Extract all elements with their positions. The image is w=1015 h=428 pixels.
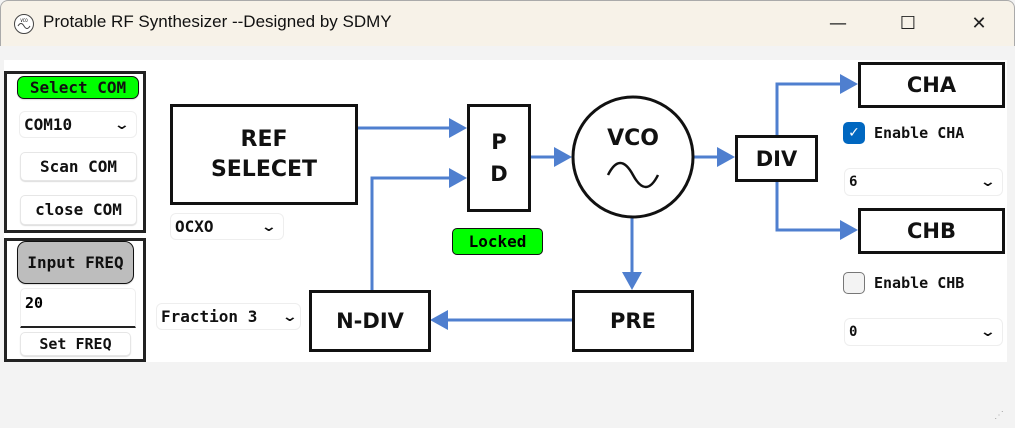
pd-label-line1: P bbox=[491, 130, 507, 154]
div-block: DIV bbox=[735, 135, 818, 182]
com-port-value: COM10 bbox=[24, 115, 73, 134]
window-title: Protable RF Synthesizer --Designed by SD… bbox=[43, 12, 392, 31]
chb-block: CHB bbox=[858, 208, 1005, 254]
app-icon: VCO bbox=[14, 14, 34, 34]
resize-grip-icon[interactable]: ⋰ bbox=[994, 410, 1004, 421]
ref-source-value: OCXO bbox=[175, 217, 214, 236]
maximize-button[interactable]: ☐ bbox=[899, 13, 917, 34]
pd-label-line2: D bbox=[490, 162, 508, 186]
ref-label-line1: REF bbox=[240, 126, 288, 152]
chevron-down-icon: ⌄ bbox=[979, 324, 997, 340]
com-port-select[interactable]: COM10 ⌄ bbox=[19, 111, 137, 138]
set-freq-button[interactable]: Set FREQ bbox=[20, 332, 131, 356]
select-com-label: Select COM bbox=[17, 76, 139, 99]
arrow-div-cha bbox=[775, 82, 842, 135]
close-button[interactable]: ✕ bbox=[971, 13, 987, 34]
scan-com-button[interactable]: Scan COM bbox=[20, 152, 137, 181]
chb-div-value: 0 bbox=[849, 324, 858, 340]
ndiv-mode-select[interactable]: Fraction 3 ⌄ bbox=[156, 303, 301, 330]
lock-status-badge: Locked bbox=[452, 228, 543, 255]
ref-select-block: REF SELECET bbox=[170, 104, 358, 205]
chevron-down-icon: ⌄ bbox=[281, 308, 299, 325]
vco-circle bbox=[571, 95, 695, 219]
input-freq-label: Input FREQ bbox=[17, 241, 134, 284]
sine-wave-icon bbox=[606, 161, 660, 189]
title-bar: VCO Protable RF Synthesizer --Designed b… bbox=[0, 0, 1015, 46]
chevron-down-icon: ⌄ bbox=[260, 218, 278, 235]
cha-div-select[interactable]: 6⌄ bbox=[844, 168, 1003, 196]
pre-block: PRE bbox=[572, 290, 694, 352]
cha-block: CHA bbox=[858, 62, 1005, 108]
freq-input[interactable]: 20 bbox=[20, 288, 136, 328]
cha-div-value: 6 bbox=[849, 174, 858, 190]
chevron-down-icon: ⌄ bbox=[113, 116, 131, 133]
svg-text:VCO: VCO bbox=[20, 18, 28, 23]
vco-label: VCO bbox=[607, 126, 659, 151]
ndiv-block: N-DIV bbox=[309, 290, 431, 352]
enable-chb-checkbox[interactable] bbox=[843, 272, 865, 294]
arrow-div-chb bbox=[775, 181, 842, 232]
ref-source-select[interactable]: OCXO ⌄ bbox=[170, 213, 284, 240]
enable-cha-checkbox[interactable]: ✓ bbox=[843, 122, 865, 144]
minimize-button[interactable]: — bbox=[829, 13, 847, 34]
enable-cha-label: Enable CHA bbox=[874, 124, 965, 142]
arrow-ndiv-pd bbox=[370, 176, 450, 290]
ndiv-mode-value: Fraction 3 bbox=[161, 307, 258, 326]
chb-div-select[interactable]: 0⌄ bbox=[844, 318, 1003, 346]
ref-label-line2: SELECET bbox=[210, 156, 318, 182]
enable-chb-label: Enable CHB bbox=[874, 274, 965, 292]
checkmark-icon: ✓ bbox=[848, 125, 860, 141]
close-com-button[interactable]: close COM bbox=[20, 195, 137, 225]
chevron-down-icon: ⌄ bbox=[979, 174, 997, 190]
